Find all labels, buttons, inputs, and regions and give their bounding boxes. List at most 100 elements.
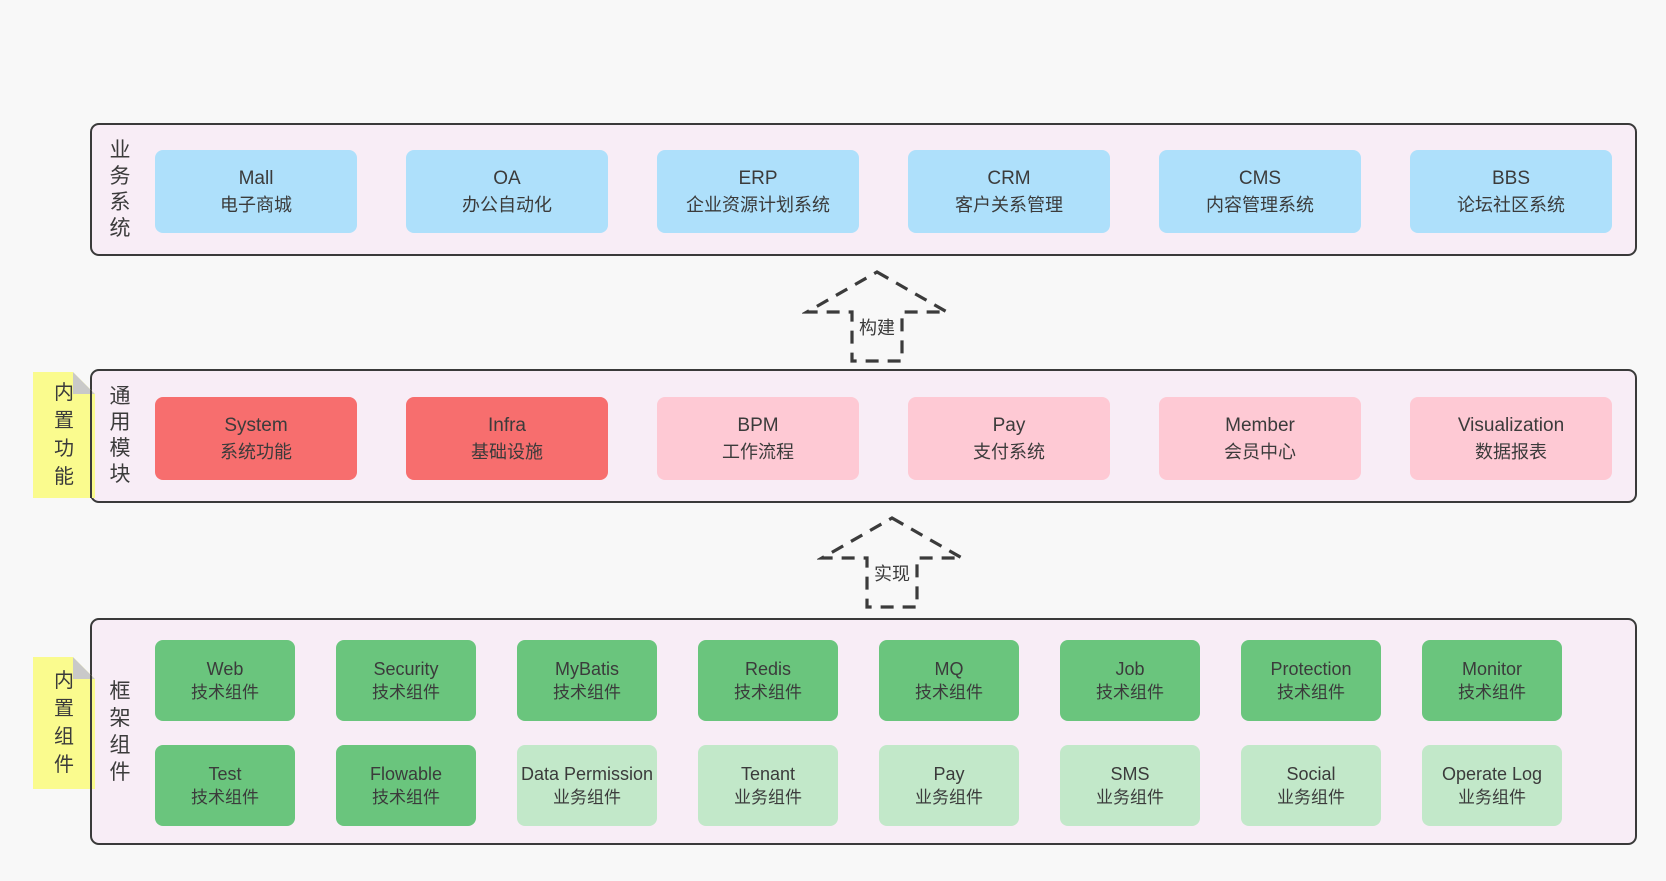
box-title: Data Permission	[520, 763, 654, 784]
box-subtitle: 业务组件	[1458, 787, 1526, 807]
box-subtitle: 工作流程	[722, 442, 794, 462]
box-visualization: Visualization 数据报表	[1410, 397, 1612, 480]
sticky-note-built-in-components: 内置组件	[33, 657, 95, 789]
box-tenant: Tenant 业务组件	[698, 745, 838, 826]
box-subtitle: 数据报表	[1475, 442, 1547, 462]
box-subtitle: 基础设施	[471, 442, 543, 462]
box-title: SMS	[1110, 763, 1150, 784]
panel-label-common-modules: 通用模块	[109, 385, 131, 486]
box-title: Redis	[744, 658, 792, 679]
panel-common-modules: 通用模块 System 系统功能 Infra 基础设施 BPM 工作流程 Pay…	[90, 369, 1637, 503]
box-subtitle: 业务组件	[1096, 787, 1164, 807]
box-title: Visualization	[1457, 415, 1565, 436]
box-pay-system: Pay 支付系统	[908, 397, 1110, 480]
box-system: System 系统功能	[155, 397, 357, 480]
box-subtitle: 技术组件	[372, 787, 440, 807]
box-subtitle: 业务组件	[734, 787, 802, 807]
box-pay-component: Pay 业务组件	[879, 745, 1019, 826]
implement-arrow: 实现	[817, 516, 967, 610]
panel-business-systems: 业务系统 Mall 电子商城 OA 办公自动化 ERP 企业资源计划系统 CRM…	[90, 123, 1637, 256]
box-title: BPM	[737, 415, 779, 436]
box-subtitle: 技术组件	[553, 682, 621, 702]
box-title: Tenant	[740, 763, 796, 784]
box-operate-log: Operate Log 业务组件	[1422, 745, 1562, 826]
box-cms: CMS 内容管理系统	[1159, 150, 1361, 233]
framework-box-row-1: Web 技术组件 Security 技术组件 MyBatis 技术组件 Redi…	[155, 640, 1562, 721]
box-title: Member	[1225, 415, 1295, 436]
box-redis: Redis 技术组件	[698, 640, 838, 721]
box-sms: SMS 业务组件	[1060, 745, 1200, 826]
box-title: Operate Log	[1441, 763, 1543, 784]
box-data-permission: Data Permission 业务组件	[517, 745, 657, 826]
box-subtitle: 技术组件	[734, 682, 802, 702]
box-subtitle: 业务组件	[915, 787, 983, 807]
box-mybatis: MyBatis 技术组件	[517, 640, 657, 721]
box-subtitle: 业务组件	[1277, 787, 1345, 807]
box-job: Job 技术组件	[1060, 640, 1200, 721]
box-title: Flowable	[369, 763, 443, 784]
sticky-note-built-in-features: 内置功能	[33, 372, 95, 498]
box-crm: CRM 客户关系管理	[908, 150, 1110, 233]
box-infra: Infra 基础设施	[406, 397, 608, 480]
box-subtitle: 支付系统	[973, 442, 1045, 462]
box-protection: Protection 技术组件	[1241, 640, 1381, 721]
box-subtitle: 电子商城	[220, 195, 292, 215]
business-box-row: Mall 电子商城 OA 办公自动化 ERP 企业资源计划系统 CRM 客户关系…	[155, 150, 1612, 233]
modules-box-row: System 系统功能 Infra 基础设施 BPM 工作流程 Pay 支付系统…	[155, 397, 1612, 480]
box-title: CMS	[1238, 168, 1282, 189]
box-title: BBS	[1491, 168, 1531, 189]
box-title: OA	[493, 168, 521, 189]
box-mq: MQ 技术组件	[879, 640, 1019, 721]
box-title: Web	[206, 658, 244, 679]
box-flowable: Flowable 技术组件	[336, 745, 476, 826]
build-arrow-label: 构建	[855, 314, 899, 340]
box-subtitle: 客户关系管理	[955, 195, 1063, 215]
box-title: MQ	[934, 658, 964, 679]
box-title: MyBatis	[554, 658, 619, 679]
box-title: Infra	[487, 415, 527, 436]
box-oa: OA 办公自动化	[406, 150, 608, 233]
panel-border-overlay	[90, 657, 92, 789]
framework-box-row-2: Test 技术组件 Flowable 技术组件 Data Permission …	[155, 745, 1562, 826]
box-title: ERP	[738, 168, 778, 189]
framework-rows: Web 技术组件 Security 技术组件 MyBatis 技术组件 Redi…	[155, 640, 1562, 826]
panel-label-business-systems: 业务系统	[109, 138, 131, 240]
implement-arrow-label: 实现	[870, 560, 914, 586]
box-title: Test	[208, 763, 242, 784]
box-erp: ERP 企业资源计划系统	[657, 150, 859, 233]
box-security: Security 技术组件	[336, 640, 476, 721]
box-title: System	[224, 415, 288, 436]
box-bpm: BPM 工作流程	[657, 397, 859, 480]
box-monitor: Monitor 技术组件	[1422, 640, 1562, 721]
box-web: Web 技术组件	[155, 640, 295, 721]
box-title: Mall	[238, 168, 274, 189]
box-social: Social 业务组件	[1241, 745, 1381, 826]
box-subtitle: 内容管理系统	[1206, 195, 1314, 215]
box-title: Pay	[933, 763, 965, 784]
dashed-up-arrow-icon	[802, 270, 952, 363]
dashed-up-arrow-icon	[817, 516, 967, 609]
panel-border-overlay	[90, 372, 92, 498]
box-title: Protection	[1270, 658, 1352, 679]
box-mall: Mall 电子商城	[155, 150, 357, 233]
box-title: Social	[1286, 763, 1336, 784]
box-subtitle: 技术组件	[1458, 682, 1526, 702]
box-title: CRM	[987, 168, 1031, 189]
box-subtitle: 技术组件	[372, 682, 440, 702]
box-subtitle: 技术组件	[191, 787, 259, 807]
box-subtitle: 技术组件	[915, 682, 983, 702]
box-title: Job	[1115, 658, 1145, 679]
box-subtitle: 技术组件	[1096, 682, 1164, 702]
box-title: Monitor	[1461, 658, 1523, 679]
box-bbs: BBS 论坛社区系统	[1410, 150, 1612, 233]
box-title: Pay	[992, 415, 1026, 436]
sticky-note-label: 内置功能	[54, 382, 74, 488]
box-member: Member 会员中心	[1159, 397, 1361, 480]
box-subtitle: 论坛社区系统	[1457, 195, 1565, 215]
sticky-note-label: 内置组件	[54, 670, 74, 776]
box-subtitle: 技术组件	[191, 682, 259, 702]
build-arrow: 构建	[802, 270, 952, 364]
box-subtitle: 业务组件	[553, 787, 621, 807]
panel-framework-components: 框架组件 Web 技术组件 Security 技术组件 MyBatis 技术组件…	[90, 618, 1637, 845]
box-subtitle: 会员中心	[1224, 442, 1296, 462]
